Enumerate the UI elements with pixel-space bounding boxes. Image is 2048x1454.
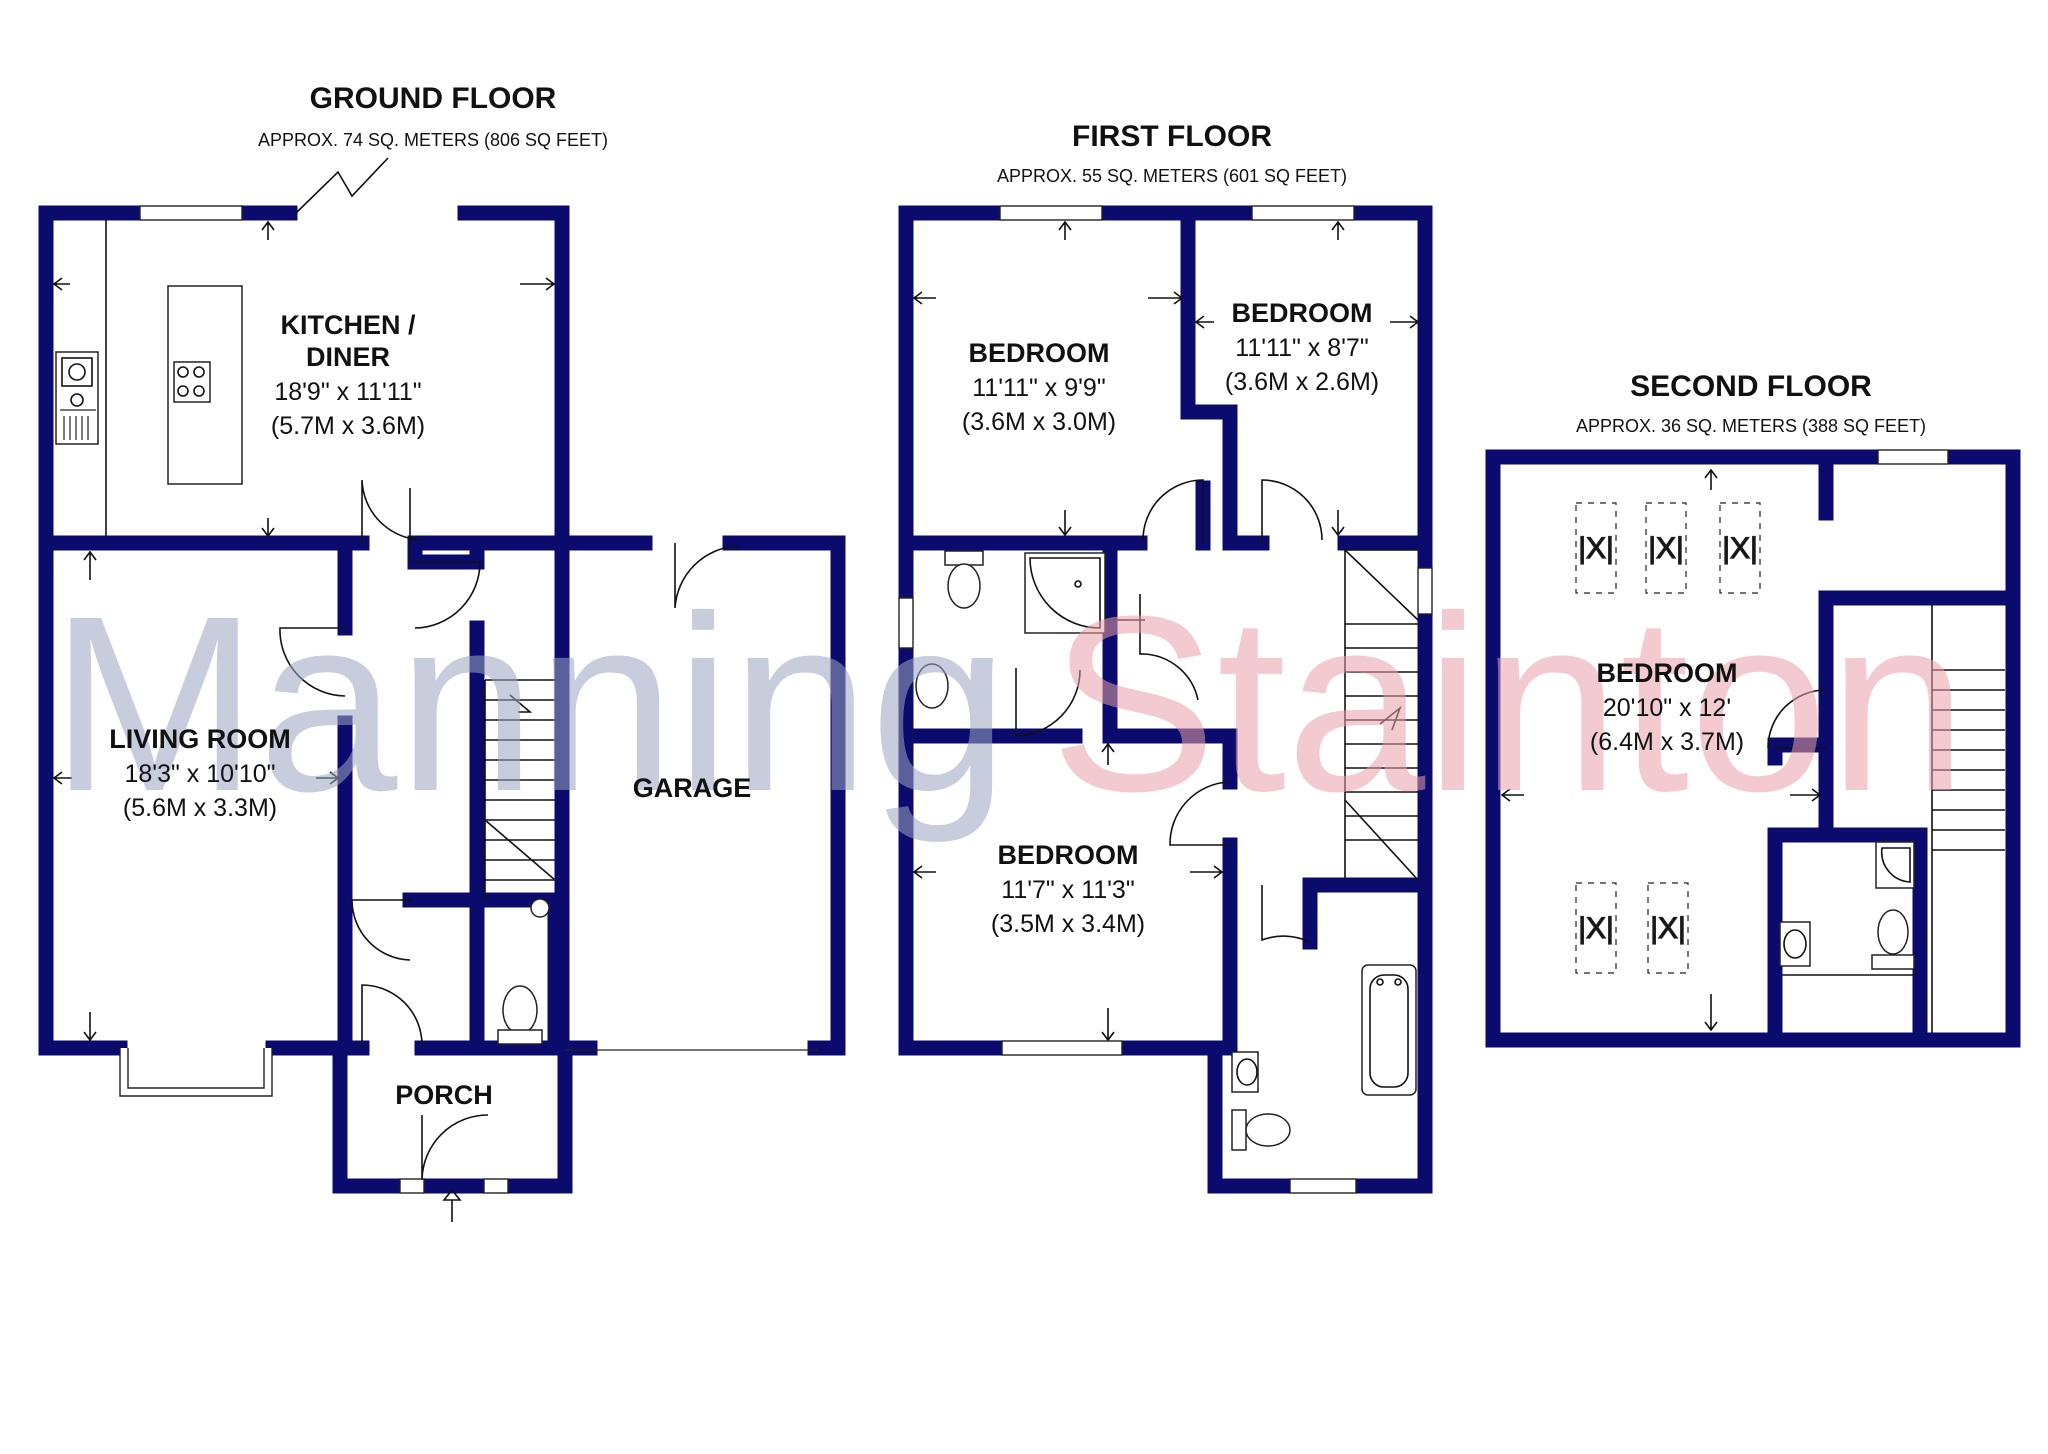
room-bedroom-2-label: BEDROOM 11'11" x 8'7" (3.6M x 2.6M) bbox=[1225, 298, 1379, 396]
room-bedroom-3-label: BEDROOM 11'7" x 11'3" (3.5M x 3.4M) bbox=[991, 840, 1145, 938]
watermark: Manning Stainton bbox=[50, 564, 1967, 843]
room-bedroom-4-label: BEDROOM 20'10" x 12' (6.4M x 3.7M) bbox=[1590, 658, 1744, 756]
watermark-stainton: Stainton bbox=[1050, 564, 1967, 843]
second-floor-title: SECOND FLOOR bbox=[1630, 370, 1872, 403]
first-floor-area: APPROX. 55 SQ. METERS (601 SQ FEET) bbox=[997, 166, 1347, 186]
ground-floor-title: GROUND FLOOR bbox=[310, 82, 557, 115]
room-dimension: 11'11" x 8'7" bbox=[1235, 334, 1368, 362]
room-name: LIVING ROOM bbox=[109, 724, 291, 754]
room-dimension: (5.7M x 3.6M) bbox=[271, 412, 425, 440]
room-name: GARAGE bbox=[633, 773, 752, 803]
room-name: BEDROOM bbox=[1232, 298, 1373, 328]
room-dimension: (3.5M x 3.4M) bbox=[991, 910, 1145, 938]
room-dimension: (5.6M x 3.3M) bbox=[123, 794, 277, 822]
room-name: KITCHEN / bbox=[281, 310, 416, 340]
room-living-label: LIVING ROOM 18'3" x 10'10" (5.6M x 3.3M) bbox=[109, 724, 291, 822]
ground-floor-plan bbox=[38, 157, 846, 1222]
room-dimension: 18'3" x 10'10" bbox=[124, 760, 275, 788]
watermark-manning: Manning bbox=[50, 564, 1009, 843]
ground-floor-area: APPROX. 74 SQ. METERS (806 SQ FEET) bbox=[258, 130, 608, 150]
second-floor-area: APPROX. 36 SQ. METERS (388 SQ FEET) bbox=[1576, 416, 1926, 436]
svg-text:|X|: |X| bbox=[1650, 912, 1686, 945]
room-dimension: 18'9" x 11'11" bbox=[274, 378, 421, 406]
second-floor-plan: |X| |X| |X| |X| |X| bbox=[1485, 449, 2021, 1048]
room-dimension: 11'7" x 11'3" bbox=[1001, 876, 1134, 904]
room-dimension: 20'10" x 12' bbox=[1603, 694, 1731, 722]
first-floor-plan bbox=[898, 205, 1433, 1194]
first-floor-title: FIRST FLOOR bbox=[1072, 120, 1272, 153]
svg-text:|X|: |X| bbox=[1648, 532, 1684, 565]
svg-text:|X|: |X| bbox=[1578, 912, 1614, 945]
room-dimension: (3.6M x 2.6M) bbox=[1225, 368, 1379, 396]
room-dimension: (3.6M x 3.0M) bbox=[962, 408, 1116, 436]
room-dimension: (6.4M x 3.7M) bbox=[1590, 728, 1744, 756]
room-name: PORCH bbox=[395, 1080, 493, 1110]
svg-text:|X|: |X| bbox=[1578, 532, 1614, 565]
room-name: BEDROOM bbox=[1597, 658, 1738, 688]
svg-text:|X|: |X| bbox=[1722, 532, 1758, 565]
room-name: BEDROOM bbox=[998, 840, 1139, 870]
room-dimension: 11'11" x 9'9" bbox=[972, 374, 1105, 402]
room-name: BEDROOM bbox=[969, 338, 1110, 368]
room-name: DINER bbox=[306, 342, 390, 372]
room-garage-label: GARAGE bbox=[633, 773, 752, 803]
room-kitchen-label: KITCHEN / DINER 18'9" x 11'11" (5.7M x 3… bbox=[271, 310, 425, 440]
room-bedroom-1-label: BEDROOM 11'11" x 9'9" (3.6M x 3.0M) bbox=[962, 338, 1116, 436]
room-porch-label: PORCH bbox=[395, 1080, 493, 1110]
